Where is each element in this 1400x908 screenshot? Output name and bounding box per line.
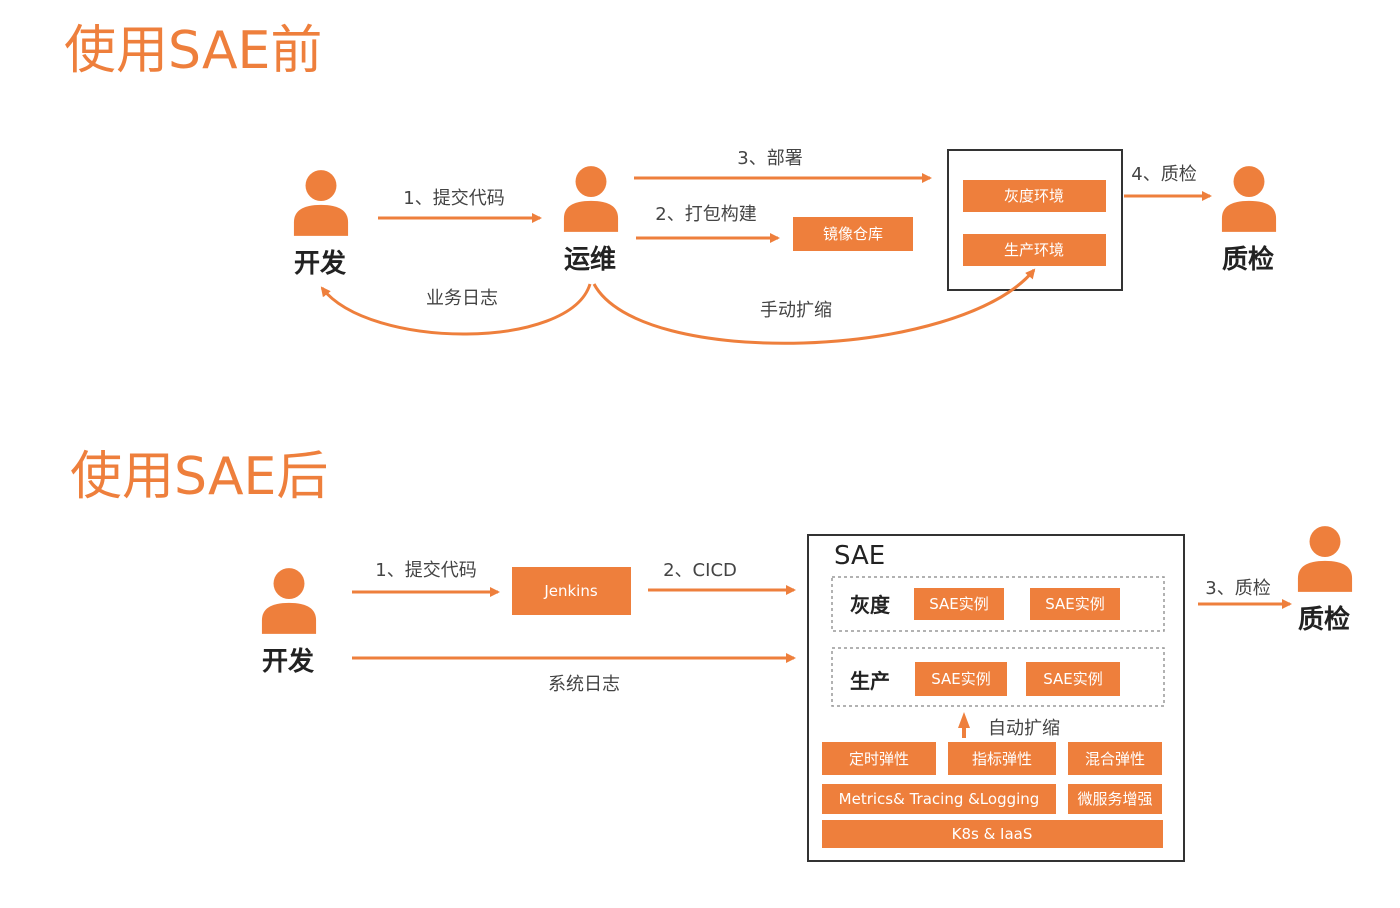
gray-env-label: 灰度环境 bbox=[1004, 187, 1064, 205]
gray-env-box bbox=[963, 180, 1106, 212]
ops-person-icon bbox=[563, 166, 619, 232]
after-qa-person-icon bbox=[1297, 526, 1353, 592]
elastic-label-1: 定时弹性 bbox=[849, 750, 909, 768]
infra-label: K8s & IaaS bbox=[952, 825, 1033, 843]
jenkins-box bbox=[512, 567, 631, 615]
before-build-label: 2、打包构建 bbox=[655, 204, 756, 225]
sae-title: SAE bbox=[834, 541, 885, 571]
elastic-box-1 bbox=[822, 742, 936, 775]
after-dev-label: 开发 bbox=[262, 646, 314, 677]
gray-instance-1-label: SAE实例 bbox=[929, 595, 989, 613]
jenkins-label: Jenkins bbox=[543, 582, 598, 600]
elastic-label-2: 指标弹性 bbox=[972, 750, 1032, 768]
autoscale-text: 自动扩缩 bbox=[988, 718, 1060, 739]
before-qa-label: 质检 bbox=[1222, 244, 1274, 275]
env-container bbox=[947, 149, 1123, 291]
prod-instance-1-label: SAE实例 bbox=[931, 670, 991, 688]
sae-prod-group bbox=[831, 647, 1165, 707]
gray-instance-2-label: SAE实例 bbox=[1045, 595, 1105, 613]
manual-scale-arrow-icon bbox=[592, 268, 1036, 345]
before-deploy-label: 3、部署 bbox=[737, 148, 802, 169]
elastic-box-2 bbox=[948, 742, 1056, 775]
cicd-label: 2、CICD bbox=[663, 560, 737, 581]
dev-person-icon bbox=[293, 170, 349, 236]
sae-gray-group bbox=[831, 576, 1165, 632]
after-commit-label: 1、提交代码 bbox=[375, 560, 476, 581]
microservice-label: 微服务增强 bbox=[1077, 790, 1152, 808]
sae-prod-label: 生产 bbox=[850, 669, 890, 693]
after-dev-person-icon bbox=[261, 568, 317, 634]
elastic-box-3 bbox=[1068, 742, 1162, 775]
infra-box bbox=[822, 820, 1163, 848]
business-logs-arrow-icon bbox=[320, 283, 592, 336]
after-qa-label: 质检 bbox=[1298, 604, 1350, 635]
metrics-label: Metrics& Tracing &Logging bbox=[839, 790, 1040, 808]
before-title: 使用SAE前 bbox=[64, 21, 322, 81]
after-title: 使用SAE后 bbox=[70, 447, 328, 507]
before-qa-step-label: 4、质检 bbox=[1131, 164, 1196, 185]
elastic-label-3: 混合弹性 bbox=[1085, 750, 1145, 768]
gray-instance-2 bbox=[1030, 588, 1120, 620]
arrow-up-icon bbox=[958, 712, 970, 738]
registry-label: 镜像仓库 bbox=[823, 225, 883, 243]
prod-env-label: 生产环境 bbox=[1004, 241, 1064, 259]
prod-instance-2 bbox=[1026, 662, 1120, 696]
prod-instance-1 bbox=[915, 662, 1007, 696]
microservice-box bbox=[1068, 784, 1162, 814]
gray-instance-1 bbox=[914, 588, 1004, 620]
manual-scale-label: 手动扩缩 bbox=[760, 300, 832, 321]
before-commit-label: 1、提交代码 bbox=[403, 188, 504, 209]
metrics-box bbox=[822, 784, 1056, 814]
before-dev-label: 开发 bbox=[294, 248, 346, 279]
business-logs-label: 业务日志 bbox=[426, 288, 498, 309]
system-logs-label: 系统日志 bbox=[548, 674, 620, 695]
before-qa-person-icon bbox=[1221, 166, 1277, 232]
prod-env-box bbox=[963, 234, 1106, 266]
after-qa-step-label: 3、质检 bbox=[1205, 578, 1270, 599]
sae-gray-label: 灰度 bbox=[850, 593, 891, 617]
before-ops-label: 运维 bbox=[564, 244, 616, 275]
prod-instance-2-label: SAE实例 bbox=[1043, 670, 1103, 688]
registry-box bbox=[793, 217, 913, 251]
